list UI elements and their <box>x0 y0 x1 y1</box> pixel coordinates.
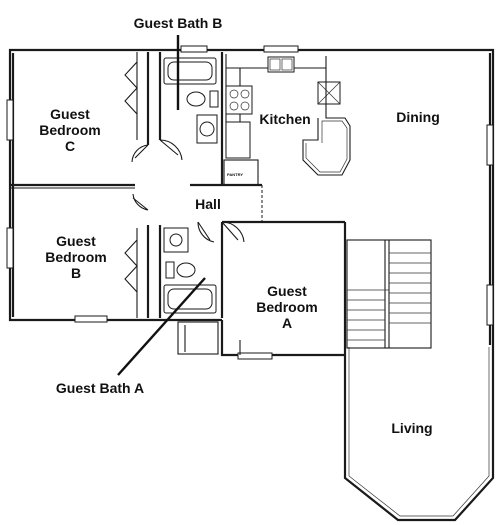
bath-a-fixtures <box>163 227 217 314</box>
refrigerator-icon <box>225 121 251 159</box>
guest-bedroom-a-line3: A <box>282 315 292 331</box>
guest-bath-a-label: Guest Bath A <box>56 380 144 396</box>
windows <box>6 45 494 360</box>
dining-label: Dining <box>396 109 440 125</box>
kitchen-label: Kitchen <box>259 111 310 127</box>
sink-icon <box>267 56 295 73</box>
guest-bedroom-c-line1: Guest <box>50 106 90 122</box>
guest-bath-a-leader <box>117 277 206 376</box>
guest-bedroom-b-line2: Bedroom <box>45 249 106 265</box>
kitchen-counters <box>225 54 351 176</box>
guest-bedroom-b-line3: B <box>71 265 81 281</box>
guest-bedroom-a-line1: Guest <box>267 283 307 299</box>
guest-bedroom-c-line3: C <box>65 138 75 154</box>
pantry-label: PANTRY <box>227 172 243 177</box>
interior-walls <box>10 52 347 355</box>
exterior-walls <box>8 48 495 522</box>
guest-bath-b-label: Guest Bath B <box>134 15 223 31</box>
hall-label: Hall <box>195 196 221 212</box>
door-swings <box>131 139 245 355</box>
stairs <box>346 239 432 349</box>
guest-bedroom-a-line2: Bedroom <box>256 299 317 315</box>
guest-bedroom-c-line2: Bedroom <box>39 122 100 138</box>
closet-doors <box>124 61 138 293</box>
guest-bedroom-b-line1: Guest <box>56 233 96 249</box>
living-label: Living <box>391 420 432 436</box>
range-icon <box>225 85 253 115</box>
bath-b-fixtures <box>163 57 219 144</box>
